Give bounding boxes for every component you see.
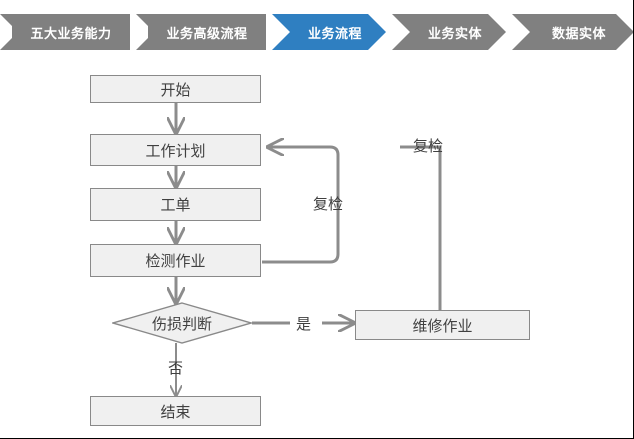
breadcrumb-item-5-label: 数据实体 <box>551 25 606 41</box>
node-start-label: 开始 <box>160 81 191 99</box>
node-work-plan-label: 工作计划 <box>145 142 206 160</box>
edge-label-recheck-outer: 复检 <box>413 138 444 155</box>
node-inspection-label: 检测作业 <box>145 253 206 270</box>
breadcrumb-item-4[interactable]: 业务实体 <box>404 14 506 50</box>
breadcrumb: 五大业务能力 业务高级流程 业务流程 业务实体 数据实体 <box>0 14 634 50</box>
breadcrumb-item-4-label: 业务实体 <box>427 25 482 41</box>
node-end[interactable]: 结束 <box>90 396 261 426</box>
edge-label-no: 否 <box>168 360 184 377</box>
edge-label-recheck-inner: 复检 <box>313 196 344 213</box>
breadcrumb-item-5[interactable]: 数据实体 <box>524 14 633 50</box>
node-repair[interactable]: 维修作业 <box>355 310 530 340</box>
breadcrumb-shape-3[interactable] <box>272 14 386 50</box>
node-start[interactable]: 开始 <box>90 75 261 103</box>
node-repair-label: 维修作业 <box>412 317 473 335</box>
breadcrumb-item-2[interactable]: 业务高级流程 <box>148 14 266 50</box>
breadcrumb-shape-4[interactable] <box>392 14 506 50</box>
edge-repair-recheck-loop <box>400 145 442 310</box>
node-work-order-label: 工单 <box>160 197 191 214</box>
breadcrumb-item-1[interactable]: 五大业务能力 <box>12 14 130 50</box>
diamond-shape <box>112 302 252 344</box>
breadcrumb-item-3[interactable]: 业务流程 <box>284 14 386 50</box>
node-end-label: 结束 <box>160 403 191 421</box>
breadcrumb-shape-5[interactable] <box>512 14 634 50</box>
breadcrumb-item-1-label: 五大业务能力 <box>30 25 112 41</box>
node-damage-judgement-label: 伤损判断 <box>151 315 212 333</box>
node-work-plan[interactable]: 工作计划 <box>90 134 261 166</box>
breadcrumb-item-2-label: 业务高级流程 <box>166 25 248 41</box>
node-inspection[interactable]: 检测作业 <box>90 244 261 277</box>
edge-label-yes: 是 <box>296 316 312 333</box>
node-work-order[interactable]: 工单 <box>90 188 261 221</box>
breadcrumb-item-3-label: 业务流程 <box>307 25 362 41</box>
node-damage-judgement[interactable]: 伤损判断 <box>112 302 252 344</box>
